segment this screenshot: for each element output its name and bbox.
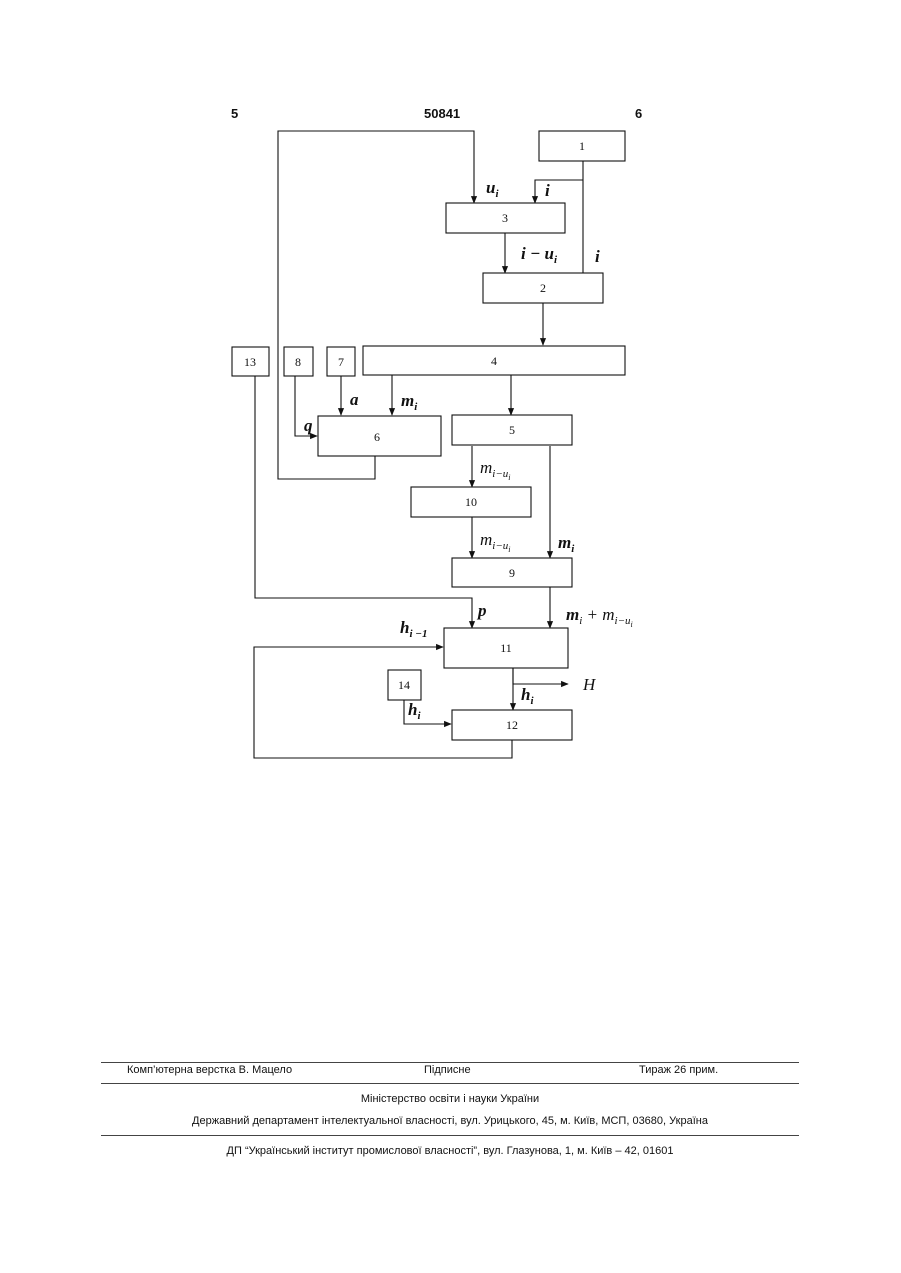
signal-h-i-14: hi [408, 700, 421, 722]
block-12-label: 12 [506, 718, 518, 732]
block-8: 8 [284, 347, 313, 376]
block-1-label: 1 [579, 139, 585, 153]
block-4: 4 [363, 346, 625, 375]
footer-signed: Підписне [424, 1064, 471, 1076]
signal-h-i-out: hi [521, 685, 534, 707]
signal-m-i-to-9: mi [558, 533, 575, 555]
block-5: 5 [452, 415, 572, 445]
signal-m-i-minus-u-bottom: mi−ui [480, 530, 511, 554]
block-1: 1 [539, 131, 625, 161]
block-3-label: 3 [502, 211, 508, 225]
signal-m-i: mi [401, 391, 418, 413]
block-7-label: 7 [338, 355, 344, 369]
signal-i-to-3: i [545, 181, 550, 200]
block-7: 7 [327, 347, 355, 376]
block-11: 11 [444, 628, 568, 668]
footer-department: Державний департамент інтелектуальної вл… [101, 1115, 799, 1127]
signal-sum: mi + mi−ui [566, 605, 633, 629]
block-12: 12 [452, 710, 572, 740]
signal-i-minus-u: i − ui [521, 244, 558, 266]
block-9-label: 9 [509, 566, 515, 580]
signal-m-i-minus-u-top: mi−ui [480, 458, 511, 482]
footer-rule-middle [101, 1083, 799, 1084]
block-3: 3 [446, 203, 565, 233]
footer-rule-bottom [101, 1135, 799, 1136]
block-4-label: 4 [491, 354, 497, 368]
signal-u-i: ui [486, 178, 499, 200]
line-11-to-H [513, 668, 568, 684]
block-10: 10 [411, 487, 531, 517]
block-6-label: 6 [374, 430, 380, 444]
block-6: 6 [318, 416, 441, 456]
block-11-label: 11 [500, 641, 512, 655]
block-2-label: 2 [540, 281, 546, 295]
signal-q: q [304, 416, 313, 435]
footer-ministry: Міністерство освіти і науки України [101, 1093, 799, 1105]
footer-rule-top [101, 1062, 799, 1063]
signal-i-to-2: i [595, 247, 600, 266]
signal-H-output: H [582, 675, 597, 694]
block-2: 2 [483, 273, 603, 303]
signal-a: a [350, 390, 359, 409]
block-14: 14 [388, 670, 421, 700]
footer-print-run: Тираж 26 прим. [639, 1064, 718, 1076]
signal-p: p [476, 601, 487, 620]
block-8-label: 8 [295, 355, 301, 369]
signal-h-prev: hi −1 [400, 618, 427, 640]
block-10-label: 10 [465, 495, 477, 509]
block-9: 9 [452, 558, 572, 587]
block-13: 13 [232, 347, 269, 376]
footer-institute: ДП “Український інститут промислової вла… [101, 1145, 799, 1157]
block-5-label: 5 [509, 423, 515, 437]
block-13-label: 13 [244, 355, 256, 369]
block-14-label: 14 [398, 678, 410, 692]
footer-layout-credit: Комп’ютерна верстка В. Мацело [127, 1064, 292, 1076]
block-diagram: 1 2 3 4 5 6 7 8 [0, 0, 901, 800]
line-1-to-3 [535, 180, 583, 203]
